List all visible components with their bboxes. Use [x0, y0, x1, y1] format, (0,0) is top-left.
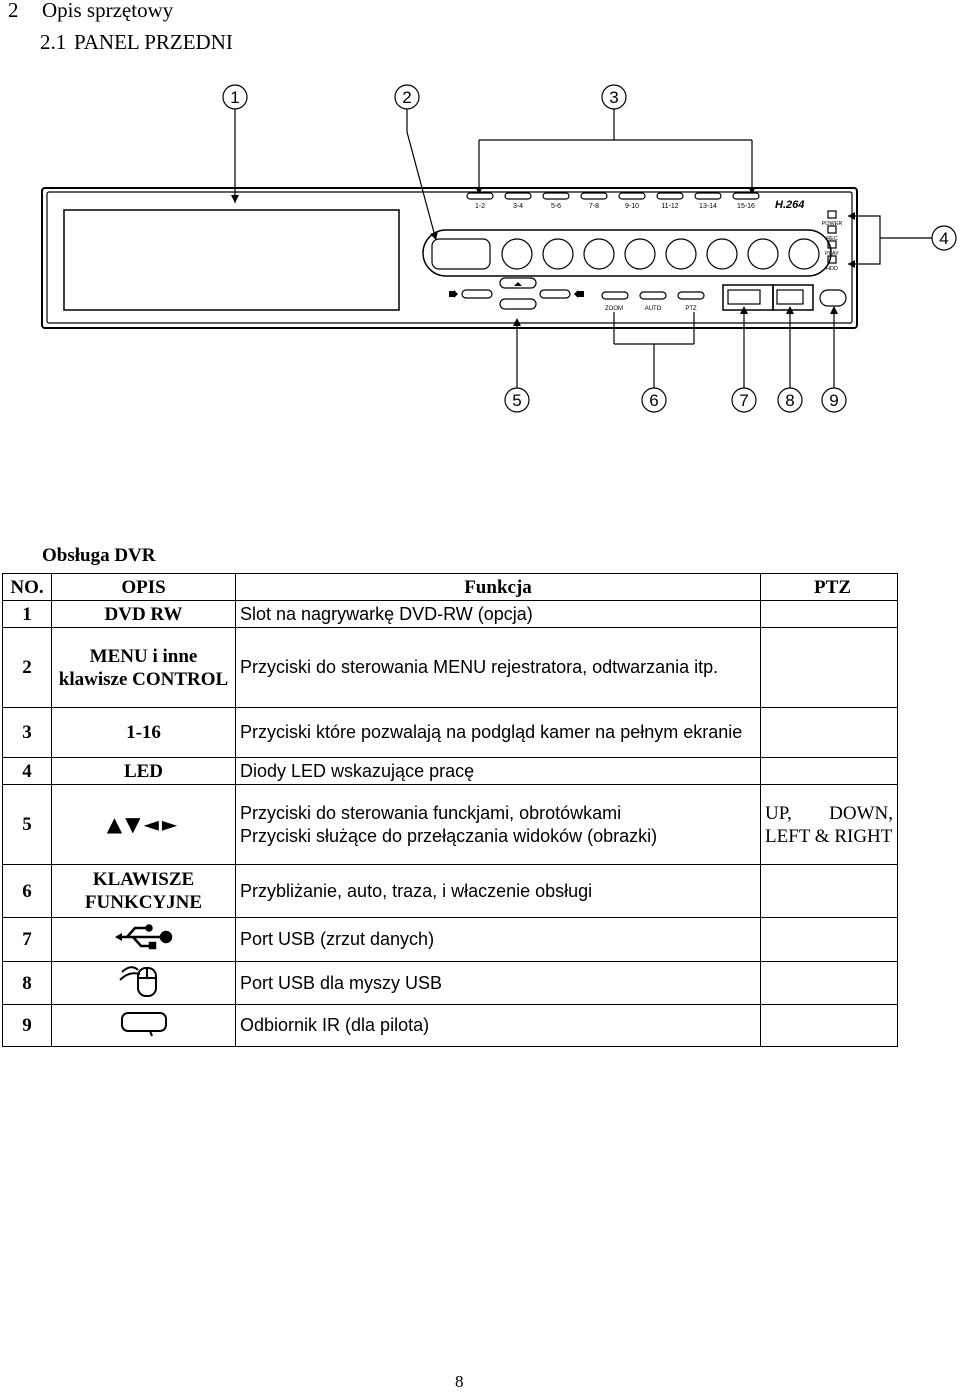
row-opis: 1-16 — [51, 707, 236, 758]
row-funkcja: Port USB dla myszy USB — [235, 961, 761, 1005]
svg-text:6: 6 — [649, 391, 658, 410]
row-funkcja: Przybliżanie, auto, traza, i właczenie o… — [235, 864, 761, 918]
table-row: 1 DVD RW Slot na nagrywarkę DVD-RW (opcj… — [2, 600, 898, 628]
row-number: 2 — [2, 627, 52, 708]
row-number: 6 — [2, 864, 52, 918]
svg-text:AUTO: AUTO — [645, 306, 662, 312]
section-number: 2 — [8, 0, 19, 22]
svg-text:3: 3 — [609, 88, 618, 107]
svg-text:4: 4 — [939, 229, 948, 248]
row-ptz — [760, 757, 898, 785]
svg-text:1-2: 1-2 — [475, 203, 485, 210]
svg-text:1: 1 — [230, 88, 239, 107]
svg-text:REC: REC — [826, 236, 838, 242]
svg-text:POWER: POWER — [822, 221, 843, 227]
svg-text:13-14: 13-14 — [699, 203, 717, 210]
row-funkcja: Slot na nagrywarkę DVD-RW (opcja) — [235, 600, 761, 628]
row-number: 7 — [2, 917, 52, 962]
usb-icon — [51, 917, 236, 962]
svg-text:ZOOM: ZOOM — [605, 306, 623, 312]
header-ptz: PTZ — [760, 573, 898, 601]
subsection-title: PANEL PRZEDNI — [74, 30, 233, 54]
row-ptz — [760, 1004, 898, 1047]
row-ptz — [760, 707, 898, 758]
row-ptz — [760, 961, 898, 1005]
svg-text:PLAY: PLAY — [825, 251, 839, 257]
header-funkcja: Funkcja — [235, 573, 761, 601]
row-funkcja-line2: Przyciski służące do przełączania widokó… — [240, 825, 658, 846]
row-funkcja-line1: Przyciski do sterowania funckjami, obrot… — [240, 802, 622, 823]
row-number: 1 — [2, 600, 52, 628]
row-number: 8 — [2, 961, 52, 1005]
section-title: Opis sprzętowy — [42, 0, 174, 22]
row-ptz — [760, 864, 898, 918]
row-number: 3 — [2, 707, 52, 758]
row-number: 5 — [2, 784, 52, 865]
svg-text:8: 8 — [785, 391, 794, 410]
row-funkcja: Odbiornik IR (dla pilota) — [235, 1004, 761, 1047]
ptz-directions: UP, DOWN, LEFT & RIGHT — [765, 802, 893, 847]
row-opis: MENU i inne klawisze CONTROL — [51, 627, 236, 708]
row-funkcja: Przyciski do sterowania MENU rejestrator… — [235, 627, 761, 708]
row-ptz — [760, 917, 898, 962]
table-row: 6 KLAWISZE FUNKCYJNE Przybliżanie, auto,… — [2, 864, 898, 918]
mouse-icon — [51, 961, 236, 1005]
h264-logo: H.264 — [775, 199, 804, 211]
table-row: 9 Odbiornik IR (dla pilota) — [2, 1004, 898, 1047]
svg-text:5-6: 5-6 — [551, 203, 561, 210]
header-no: NO. — [2, 573, 52, 601]
row-funkcja: Port USB (zrzut danych) — [235, 917, 761, 962]
svg-text:9: 9 — [829, 391, 838, 410]
subsection-number: 2.1 — [40, 30, 67, 54]
table-row: 8 Port USB dla myszy USB — [2, 961, 898, 1005]
dvr-function-table: NO. OPIS Funkcja PTZ 1 DVD RW Slot na na… — [2, 573, 898, 1047]
row-funkcja: Przyciski które pozwalają na podgląd kam… — [235, 707, 761, 758]
svg-text:9-10: 9-10 — [625, 203, 639, 210]
svg-text:PTZ: PTZ — [685, 306, 697, 312]
front-panel-diagram: 1 2 3 4 5 6 7 8 9 1-2 3-4 5-6 7-8 9-10 1… — [41, 84, 957, 413]
dvr-chassis — [41, 187, 858, 329]
table-row: 5 ▲▼◄► Przyciski do sterowania funckjami… — [2, 784, 898, 865]
row-ptz: UP, DOWN, LEFT & RIGHT — [760, 784, 898, 865]
table-header-row: NO. OPIS Funkcja PTZ — [2, 573, 898, 601]
table-row: 2 MENU i inne klawisze CONTROL Przyciski… — [2, 627, 898, 708]
svg-text:15-16: 15-16 — [737, 203, 755, 210]
row-ptz — [760, 627, 898, 708]
svg-text:5: 5 — [512, 391, 521, 410]
svg-text:7: 7 — [739, 391, 748, 410]
row-opis: DVD RW — [51, 600, 236, 628]
page-number: 8 — [455, 1372, 464, 1391]
svg-text:11-12: 11-12 — [661, 203, 678, 210]
table-row: 4 LED Diody LED wskazujące pracę — [2, 757, 898, 785]
section-heading: 2 Opis sprzętowy — [8, 0, 173, 23]
arrow-keys-icon: ▲▼◄► — [51, 784, 236, 865]
row-ptz — [760, 600, 898, 628]
subsection-heading: 2.1 PANEL PRZEDNI — [40, 30, 233, 55]
header-opis: OPIS — [51, 573, 236, 601]
row-opis: KLAWISZE FUNKCYJNE — [51, 864, 236, 918]
dvd-slot — [63, 209, 400, 311]
svg-text:2: 2 — [402, 88, 411, 107]
table-caption: Obsługa DVR — [42, 545, 156, 566]
ir-receiver-icon — [51, 1004, 236, 1047]
svg-text:3-4: 3-4 — [513, 203, 523, 210]
row-opis: LED — [51, 757, 236, 785]
control-button-bar — [422, 229, 832, 277]
row-funkcja: Diody LED wskazujące pracę — [235, 757, 761, 785]
channel-buttons — [466, 192, 760, 200]
row-funkcja: Przyciski do sterowania funckjami, obrot… — [235, 784, 761, 865]
table-row: 7 Port USB (zrzut danych) — [2, 917, 898, 962]
table-row: 3 1-16 Przyciski które pozwalają na podg… — [2, 707, 898, 758]
row-number: 4 — [2, 757, 52, 785]
svg-text:7-8: 7-8 — [589, 203, 599, 210]
svg-text:HDD: HDD — [826, 266, 838, 272]
row-number: 9 — [2, 1004, 52, 1047]
